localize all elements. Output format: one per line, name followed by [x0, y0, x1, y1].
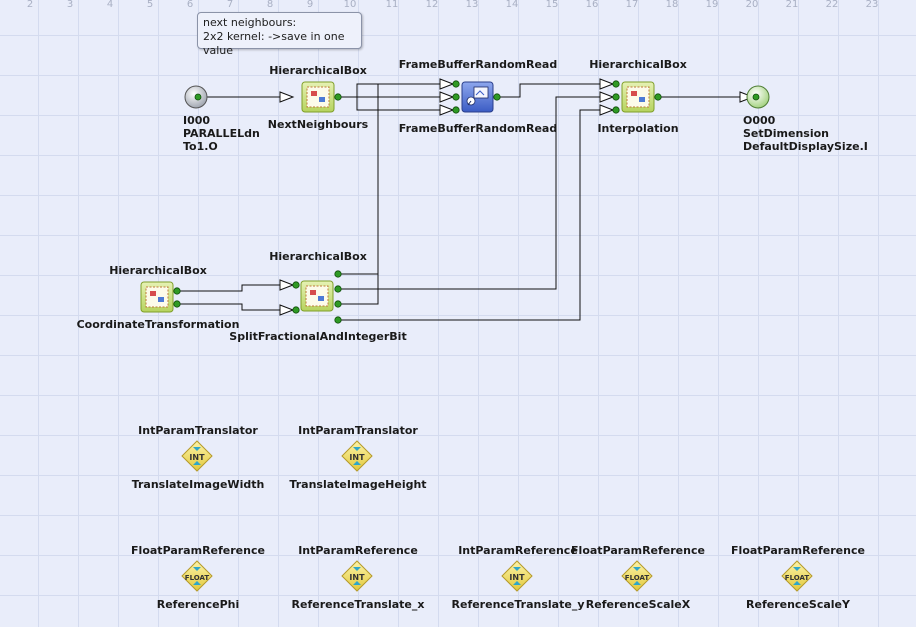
ruler-tick: 21: [785, 0, 799, 10]
framebuffer-node[interactable]: [460, 80, 495, 114]
node-name-label: NextNeighbours: [267, 118, 369, 131]
label-line: SetDimension: [743, 127, 830, 140]
ruler-tick: 9: [306, 0, 314, 10]
translate-image-height-node[interactable]: [341, 440, 373, 472]
ruler-tick: 18: [665, 0, 679, 10]
int-badge: INT: [349, 453, 365, 462]
node-type-label: FloatParamReference: [131, 544, 265, 557]
node-type-label: FrameBufferRandomRead: [398, 58, 558, 71]
comment-line: 2x2 kernel: ->save in one value: [203, 30, 345, 57]
float-param-icon: FLOAT: [621, 560, 653, 592]
ruler-tick: 8: [266, 0, 274, 10]
label-line: I000: [183, 114, 211, 127]
int-param-icon: INT: [341, 440, 373, 472]
translate-image-width-node[interactable]: [181, 440, 213, 472]
ruler-tick: 6: [186, 0, 194, 10]
reference-scale-y-node[interactable]: [781, 560, 813, 592]
node-type-label: FloatParamReference: [731, 544, 865, 557]
label-line: DefaultDisplaySize.I: [743, 140, 868, 153]
reference-translate-x-node[interactable]: [341, 560, 373, 592]
ruler-tick: 10: [343, 0, 357, 10]
float-param-icon: FLOAT: [781, 560, 813, 592]
ruler-tick: 16: [585, 0, 599, 10]
ruler-tick: 3: [66, 0, 74, 10]
node-name-label: ReferenceTranslate_x: [291, 598, 425, 611]
ruler-tick: 20: [745, 0, 759, 10]
input-node-label: I000 PARALLELdn To1.O: [183, 114, 260, 153]
label-line: O000: [743, 114, 776, 127]
ruler-tick: 17: [625, 0, 639, 10]
node-name-label: ReferenceScaleX: [585, 598, 691, 611]
reference-scale-x-node[interactable]: [621, 560, 653, 592]
node-name-label: ReferenceScaleY: [746, 598, 850, 611]
ruler-tick: 23: [865, 0, 879, 10]
node-name-label: Interpolation: [597, 122, 679, 135]
interpolation-node[interactable]: [620, 80, 656, 114]
input-node-icon: [184, 85, 208, 109]
int-badge: INT: [189, 453, 205, 462]
int-param-icon: INT: [501, 560, 533, 592]
ruler-tick: 19: [705, 0, 719, 10]
int-badge: INT: [509, 573, 525, 582]
node-type-label: IntParamTranslator: [138, 424, 258, 437]
output-node-icon: [746, 85, 770, 109]
int-param-icon: INT: [341, 560, 373, 592]
node-name-label: ReferenceTranslate_y: [451, 598, 585, 611]
ruler-tick: 7: [226, 0, 234, 10]
coordinate-transformation-node[interactable]: [139, 280, 175, 314]
reference-phi-node[interactable]: [181, 560, 213, 592]
arrow-ports: [279, 78, 755, 316]
ruler-tick: 5: [146, 0, 154, 10]
float-badge: FLOAT: [185, 574, 210, 582]
float-badge: FLOAT: [785, 574, 810, 582]
split-fractional-node[interactable]: [299, 279, 335, 313]
ruler-tick: 12: [425, 0, 439, 10]
node-name-label: FrameBufferRandomRead: [398, 122, 558, 135]
float-badge: FLOAT: [625, 574, 650, 582]
output-node[interactable]: [746, 85, 770, 109]
node-name-label: CoordinateTransformation: [76, 318, 240, 331]
reference-translate-y-node[interactable]: [501, 560, 533, 592]
hierarchical-box-icon: [140, 281, 174, 313]
port-dots: [173, 80, 662, 324]
label-line: To1.O: [183, 140, 218, 153]
input-node[interactable]: [184, 85, 208, 109]
hierarchical-box-icon: [300, 280, 334, 312]
next-neighbours-node[interactable]: [300, 80, 336, 114]
node-type-label: HierarchicalBox: [269, 250, 367, 263]
ruler-tick: 15: [545, 0, 559, 10]
output-node-label: O000 SetDimension DefaultDisplaySize.I: [743, 114, 868, 153]
node-type-label: HierarchicalBox: [269, 64, 367, 77]
node-type-label: IntParamTranslator: [298, 424, 418, 437]
hierarchical-box-icon: [301, 81, 335, 113]
comment-line: next neighbours:: [203, 16, 297, 29]
node-name-label: ReferencePhi: [156, 598, 240, 611]
node-name-label: TranslateImageWidth: [131, 478, 265, 491]
node-type-label: IntParamReference: [298, 544, 418, 557]
node-name-label: TranslateImageHeight: [289, 478, 427, 491]
int-badge: INT: [349, 573, 365, 582]
label-line: PARALLELdn: [183, 127, 260, 140]
node-type-label: FloatParamReference: [571, 544, 705, 557]
ruler-tick: 22: [825, 0, 839, 10]
node-type-label: IntParamReference: [458, 544, 578, 557]
hierarchical-box-icon: [621, 81, 655, 113]
int-param-icon: INT: [181, 440, 213, 472]
ruler-tick: 11: [385, 0, 399, 10]
node-name-label: SplitFractionalAndIntegerBit: [229, 330, 407, 343]
ruler-tick: 14: [505, 0, 519, 10]
framebuffer-icon: [461, 81, 494, 113]
float-param-icon: FLOAT: [181, 560, 213, 592]
node-type-label: HierarchicalBox: [589, 58, 687, 71]
wire-group: [178, 83, 740, 321]
node-type-label: HierarchicalBox: [109, 264, 207, 277]
comment-note[interactable]: next neighbours: 2x2 kernel: ->save in o…: [197, 12, 362, 57]
ruler-tick: 4: [106, 0, 114, 10]
column-ruler: 2 3 4 5 6 7 8 9 10 11 12 13 14 15 16 17 …: [0, 0, 916, 12]
ruler-tick: 2: [26, 0, 34, 10]
ruler-tick: 13: [465, 0, 479, 10]
